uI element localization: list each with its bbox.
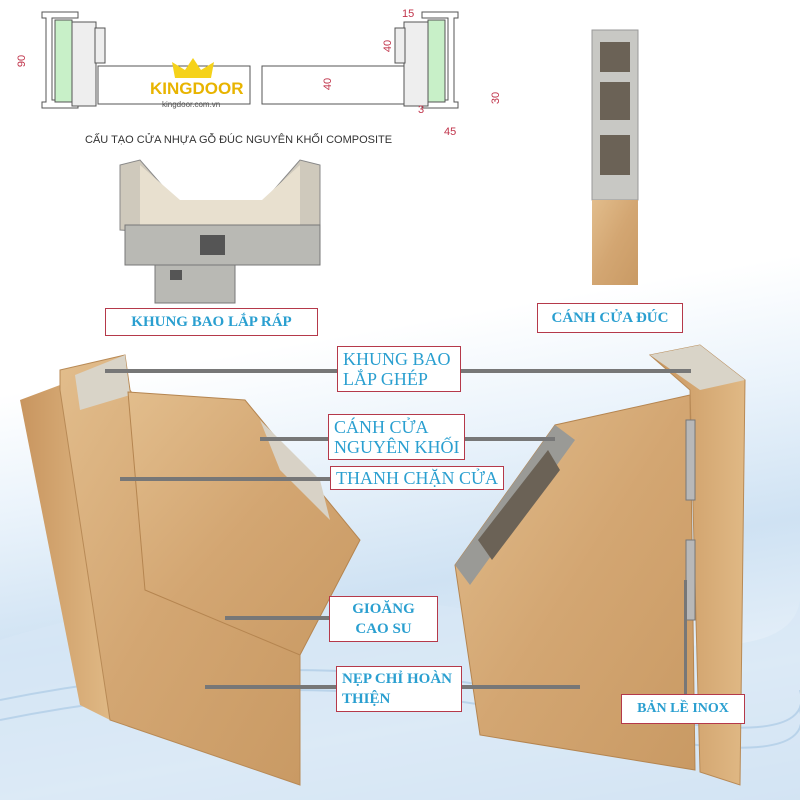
crown-logo-icon: [172, 58, 214, 78]
label-gasket: GIOĂNG CAO SU: [329, 596, 438, 642]
logo-site: kingdoor.com.vn: [162, 100, 221, 109]
leader-line: [684, 580, 687, 694]
dim-15: 15: [402, 8, 415, 20]
label-trim: NẸP CHỈ HOÀN THIỆN: [336, 666, 462, 712]
leader-line: [120, 477, 330, 481]
leader-line: [461, 369, 691, 373]
label-frame-assembly: KHUNG BAO LẮP RÁP: [105, 308, 318, 336]
right-door-assembly: [454, 344, 746, 786]
hinge-icon: [685, 419, 696, 501]
label-line: THIỆN: [342, 691, 391, 707]
dim-45: 45: [444, 126, 457, 138]
label-line: NGUYÊN KHỐI: [334, 437, 460, 457]
label-molded-leaf: CÁNH CỬA ĐÚC: [537, 303, 683, 333]
label-frame-joint: KHUNG BAO LẮP GHÉP: [337, 346, 461, 392]
left-door-assembly: [20, 354, 361, 786]
dim-30: 30: [490, 91, 503, 105]
drawing-caption: CẤU TẠO CỬA NHỰA GỖ ĐÚC NGUYÊN KHỐI COMP…: [85, 134, 393, 146]
label-line: KHUNG BAO: [343, 349, 451, 369]
leader-line: [463, 437, 555, 441]
leader-line: [225, 616, 329, 620]
label-solid-leaf: CÁNH CỬA NGUYÊN KHỐI: [328, 414, 466, 460]
leader-line: [260, 437, 328, 441]
leader-line: [205, 685, 336, 689]
frame-assembly-photo: [119, 159, 321, 304]
dim-40-leaf: 40: [322, 77, 335, 91]
dim-40-stop: 40: [382, 39, 395, 53]
dim-90: 90: [16, 54, 29, 68]
label-line: CAO SU: [355, 621, 412, 637]
label-line: GIOĂNG: [352, 601, 415, 617]
label-hinge: BẢN LỀ INOX: [621, 694, 745, 724]
hinge-icon: [685, 539, 696, 621]
label-line: LẮP GHÉP: [343, 369, 428, 389]
leader-line: [105, 369, 337, 373]
label-line: NẸP CHỈ HOÀN: [342, 671, 453, 687]
molded-leaf-photo: [591, 29, 639, 285]
label-line: CÁNH CỬA: [334, 417, 429, 437]
leader-line: [462, 685, 580, 689]
label-door-stop: THANH CHẶN CỬA: [330, 466, 504, 490]
cross-section-drawing: [41, 11, 459, 109]
dim-3: 3: [418, 104, 425, 116]
logo-brand: KINGDOOR: [150, 79, 244, 98]
